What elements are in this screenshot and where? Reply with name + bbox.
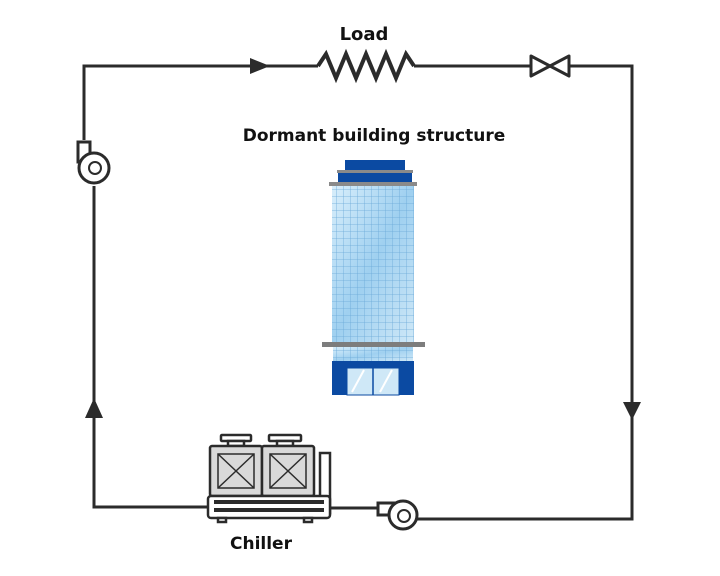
pipe-top-left (82, 64, 318, 140)
building-label: Dormant building structure (243, 126, 506, 146)
building-icon (322, 160, 425, 396)
pipe-right (416, 64, 634, 521)
pipe-loop (82, 64, 634, 521)
pump-icon (376, 499, 419, 531)
pipe-left (92, 186, 208, 509)
flow-arrow-icon (623, 402, 641, 420)
resistor-load-icon (316, 48, 416, 84)
valve-icon (529, 54, 571, 78)
pump-icon (76, 140, 111, 185)
chiller-icon (206, 433, 332, 524)
load-label: Load (340, 24, 389, 45)
chiller-label: Chiller (230, 534, 293, 554)
flow-arrow-icon (250, 58, 270, 74)
flow-arrow-icon (85, 398, 103, 418)
